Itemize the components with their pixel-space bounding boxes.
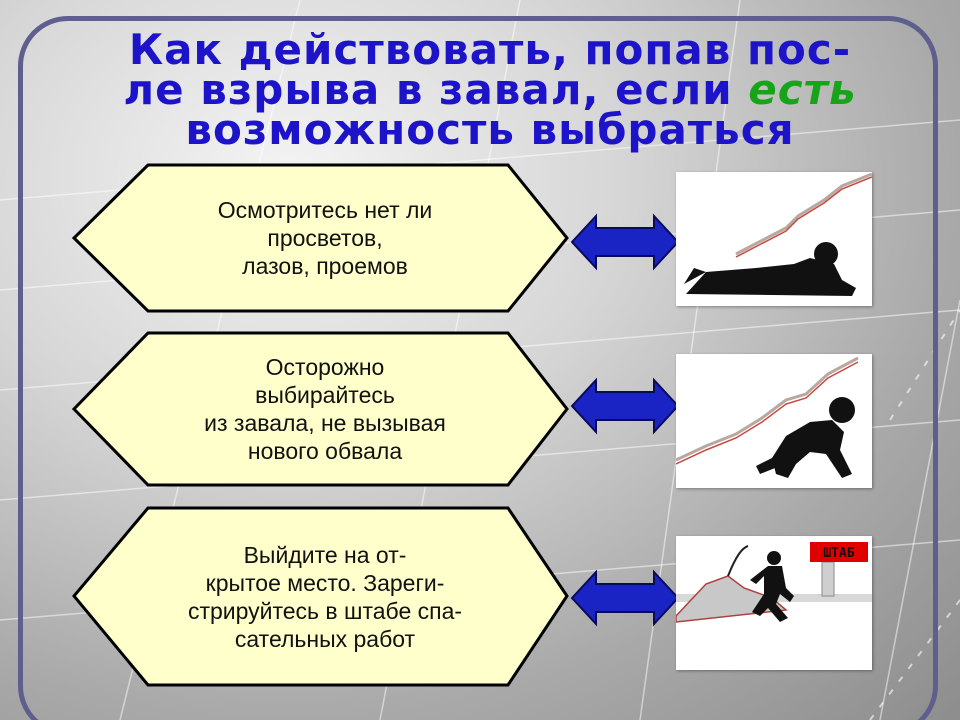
title-highlight: есть <box>748 65 857 114</box>
step-2-text: Осторожно выбирайтесь из завала, не вызы… <box>204 354 446 464</box>
page-title: Как действовать, попав пос- ле взрыва в … <box>60 29 920 151</box>
step-3-double-arrow <box>570 568 680 628</box>
step-2-hexagon: Осторожно выбирайтесь из завала, не вызы… <box>70 330 570 488</box>
step-1-hexagon: Осмотритесь нет ли просветов, лазов, про… <box>70 162 570 314</box>
step-3-text: Выйдите на от- крытое место. Зареги- стр… <box>187 541 463 652</box>
step-1-text: Осмотритесь нет ли просветов, лазов, про… <box>217 197 433 279</box>
rounded-frame <box>18 16 938 720</box>
running-person-icon: ШТАБ <box>676 536 872 670</box>
title-line-1: Как действовать, попав пос- <box>128 25 852 74</box>
step-2-double-arrow <box>570 376 680 436</box>
title-line-3: возможность выбраться <box>185 105 795 154</box>
shtab-sign-label: ШТАБ <box>823 546 854 561</box>
step-3-hexagon: Выйдите на от- крытое место. Зареги- стр… <box>70 505 570 688</box>
title-line-2: ле взрыва в завал, если <box>123 65 749 114</box>
climbing-person-icon <box>676 354 872 488</box>
step-1-double-arrow <box>570 212 680 272</box>
crawling-person-icon <box>676 172 872 306</box>
